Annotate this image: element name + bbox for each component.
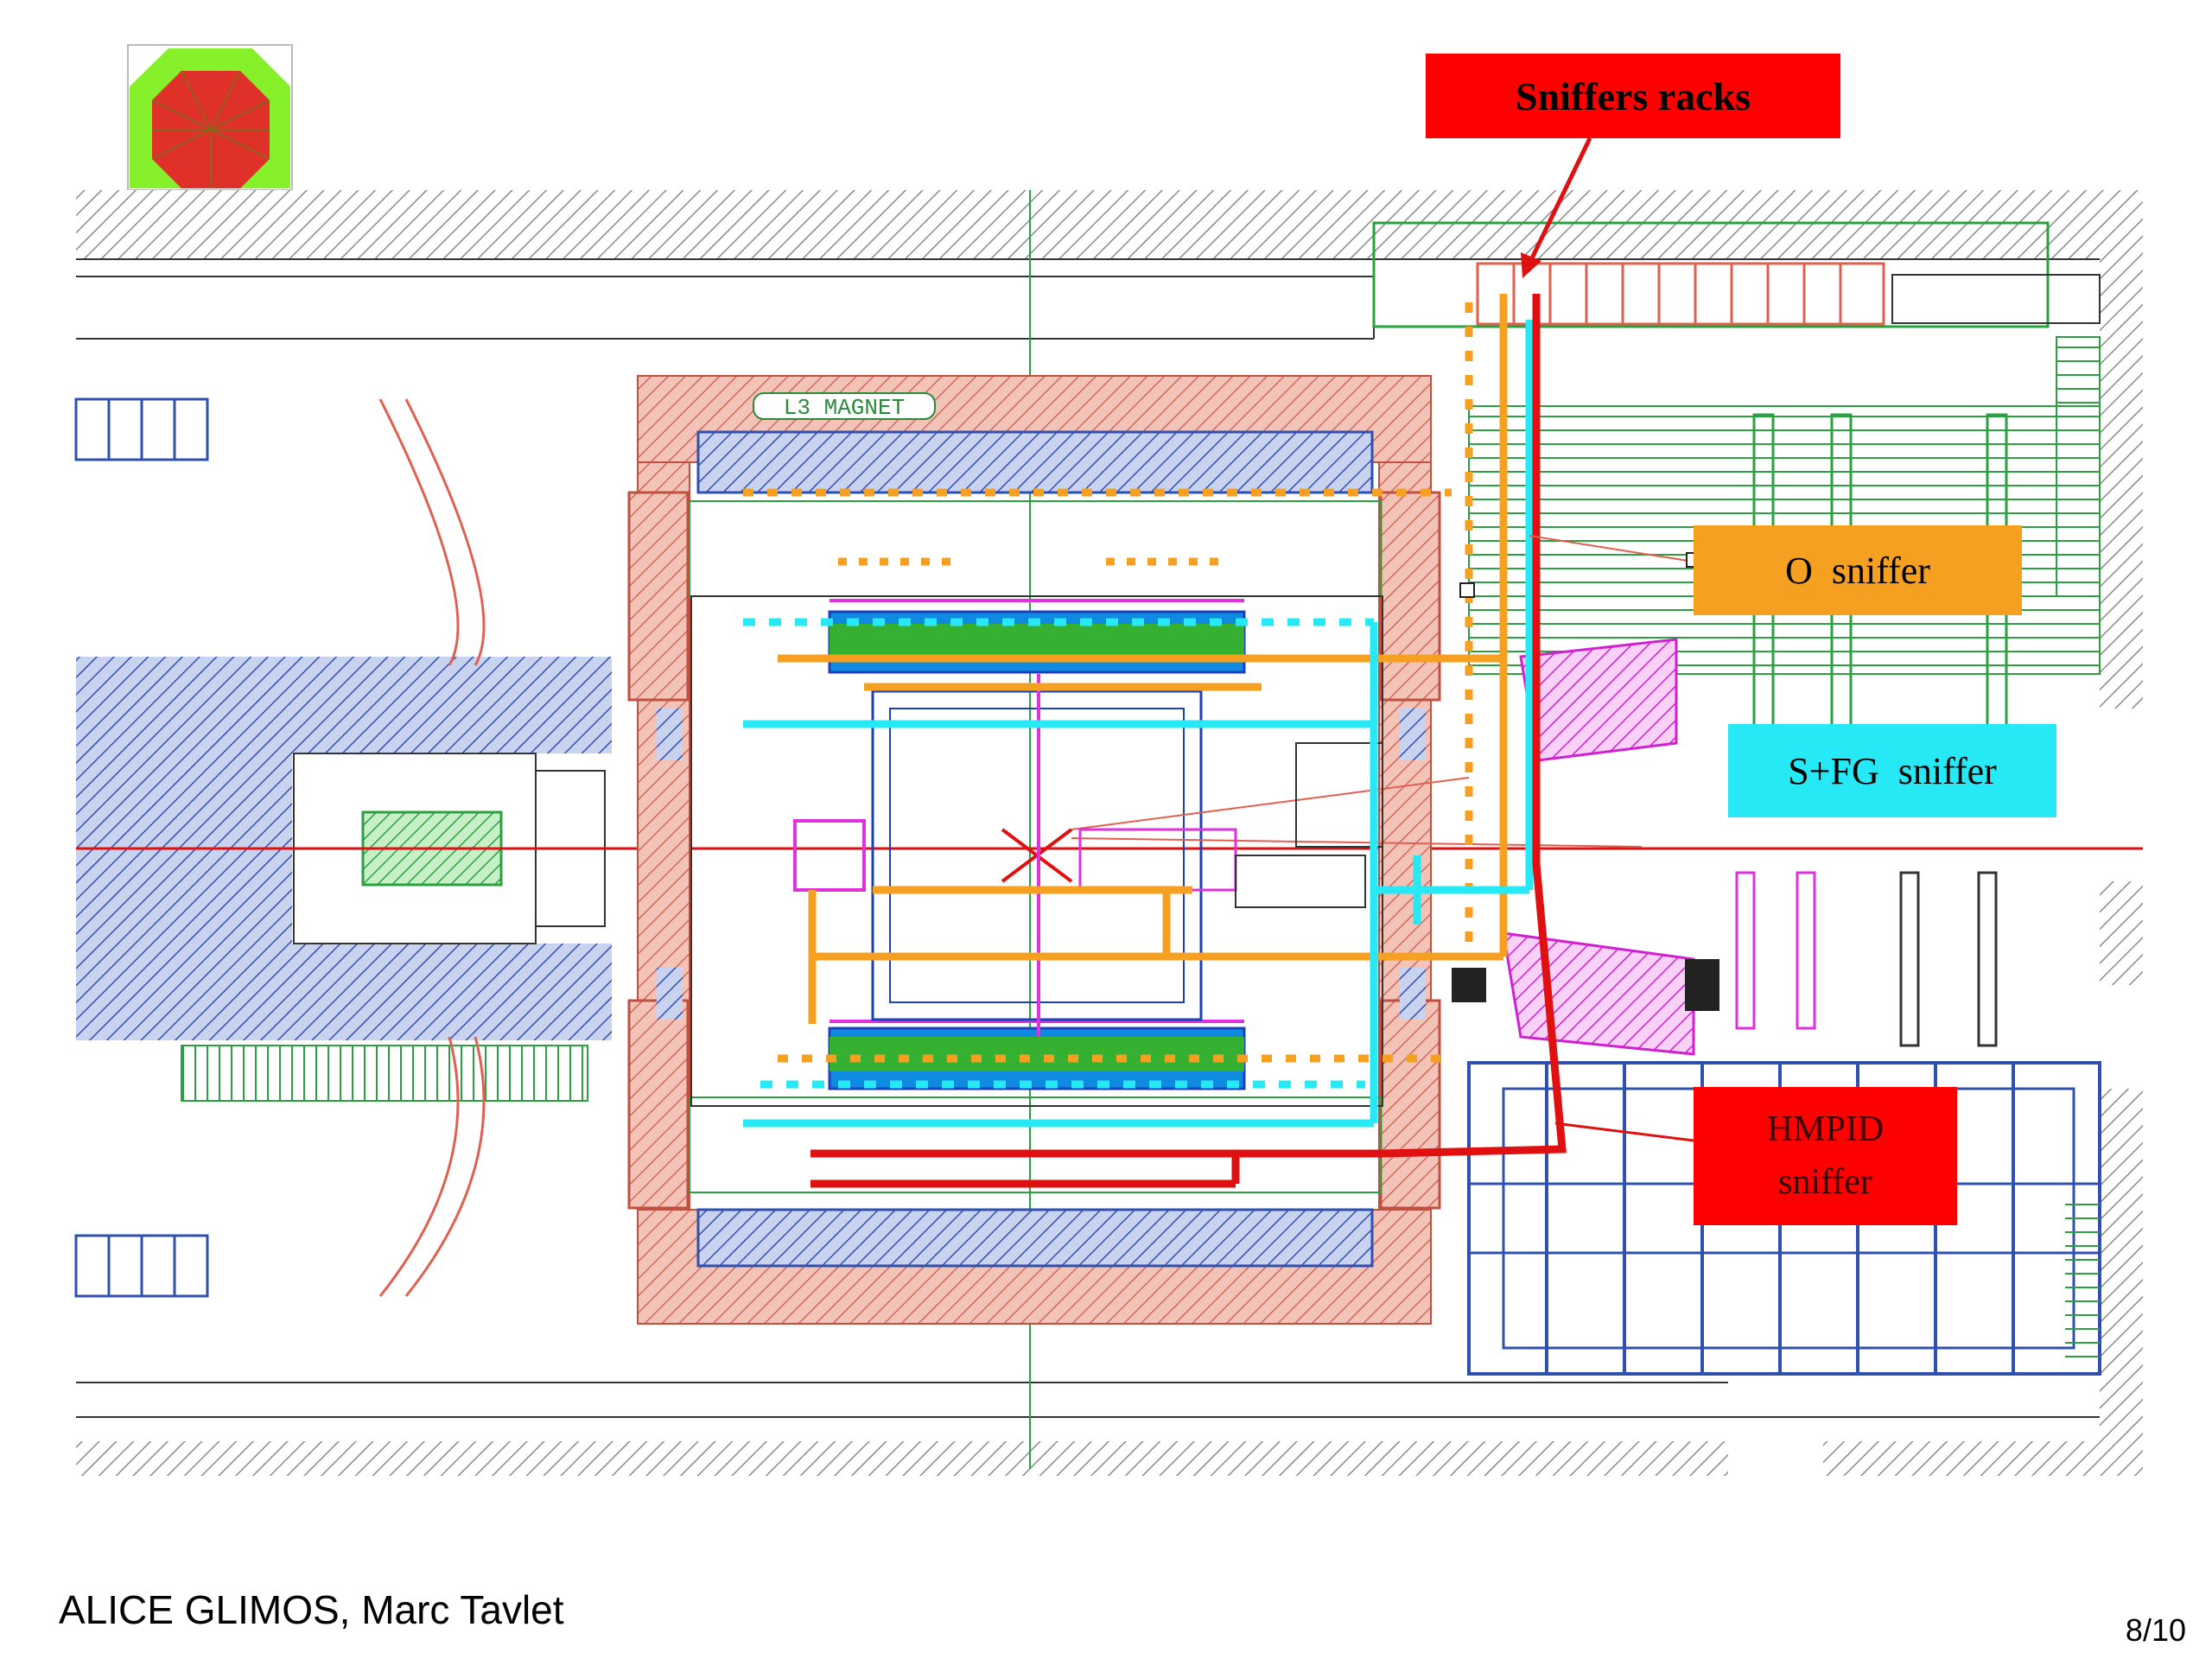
sniffers-racks-arrow — [1521, 137, 1592, 278]
sfg-sniffer-label: S+FG sniffer — [1728, 724, 2056, 817]
o-sniffer-text: O sniffer — [1785, 549, 1930, 592]
footer-author: ALICE GLIMOS, Marc Tavlet — [59, 1587, 564, 1632]
cavern-walls — [76, 190, 2143, 1476]
sniffers-racks-text: Sniffers racks — [1515, 73, 1751, 118]
l3-magnet-label: L3 MAGNET — [784, 395, 905, 421]
o-sniffer-lines — [743, 294, 1508, 1063]
alice-logo-icon — [127, 44, 293, 191]
left-absorber — [74, 397, 2143, 1298]
sfg-sniffer-lines — [743, 320, 1534, 1128]
l3-magnet: L3 MAGNET — [627, 375, 1441, 1325]
hmpid-sniffer-lines — [810, 294, 1694, 1188]
hmpid-sniffer-line2: sniffer — [1778, 1162, 1872, 1202]
sniffers-racks-label: Sniffers racks — [1426, 54, 1840, 138]
hmpid-sniffer-line1: HMPID — [1766, 1109, 1885, 1150]
sfg-sniffer-text: S+FG sniffer — [1788, 749, 1997, 792]
page-number: 8/10 — [2125, 1612, 2186, 1648]
hmpid-sniffer-label: HMPID sniffer — [1694, 1087, 1957, 1225]
o-sniffer-label: O sniffer — [1694, 525, 2022, 615]
